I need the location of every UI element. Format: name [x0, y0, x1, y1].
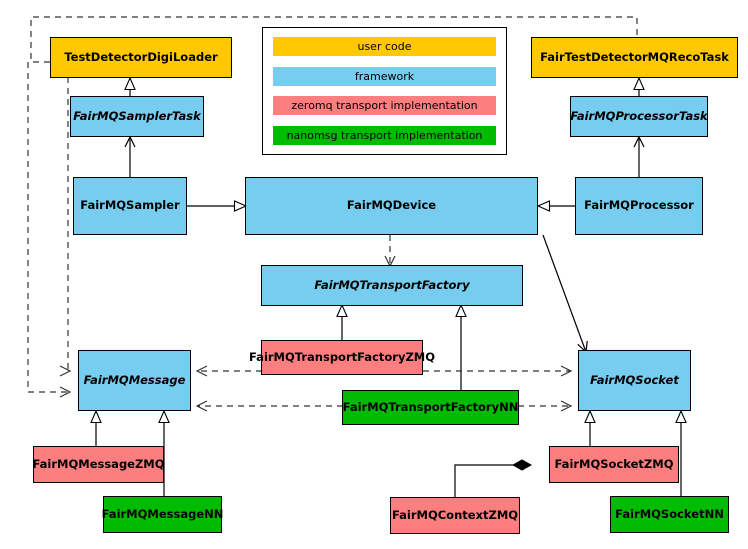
class-label: FairMQTransportFactoryNN — [342, 399, 519, 414]
class-box-fairmq-socket-nn[interactable]: FairMQSocketNN — [610, 496, 729, 533]
class-label: FairMQProcessor — [584, 198, 694, 213]
class-label: FairMQMessageNN — [101, 506, 224, 521]
class-label: FairMQTransportFactoryZMQ — [249, 349, 436, 364]
edge-digiloader-to-message — [30, 16, 638, 63]
class-label: FairMQSamplerTask — [73, 108, 201, 123]
edge-digiloader-to-message-route — [50, 61, 72, 377]
class-label: FairMQSocketZMQ — [554, 456, 674, 471]
class-box-fairmq-transport-factory-nn[interactable]: FairMQTransportFactoryNN — [342, 390, 519, 425]
edge-contextzmq-to-socketzmq — [454, 465, 531, 498]
class-box-test-detector-digi-loader[interactable]: TestDetectorDigiLoader — [50, 37, 232, 78]
class-box-fairmq-message[interactable]: FairMQMessage — [78, 350, 191, 411]
class-box-fairmq-context-zmq[interactable]: FairMQContextZMQ — [390, 497, 520, 534]
class-box-fairmq-transport-factory[interactable]: FairMQTransportFactory — [261, 265, 523, 306]
legend-label: framework — [354, 69, 415, 83]
class-label: FairMQProcessorTask — [570, 108, 708, 123]
class-label: FairMQSampler — [80, 198, 180, 213]
class-label: FairMQSocketNN — [615, 506, 724, 521]
legend-label: nanomsg transport implementation — [286, 128, 483, 142]
class-label: FairMQMessage — [83, 372, 186, 387]
class-box-fairmq-processor-task[interactable]: FairMQProcessorTask — [570, 96, 708, 137]
class-label: FairMQMessageZMQ — [32, 456, 165, 471]
class-label: FairMQSocket — [590, 372, 679, 387]
class-box-fairmq-socket-zmq[interactable]: FairMQSocketZMQ — [549, 446, 679, 483]
legend-label: zeromq transport implementation — [291, 99, 478, 113]
legend-item-zeromq: zeromq transport implementation — [273, 96, 496, 116]
legend-label: user code — [357, 40, 412, 53]
class-box-fairmq-transport-factory-zmq[interactable]: FairMQTransportFactoryZMQ — [249, 340, 435, 375]
class-label: FairMQTransportFactory — [314, 277, 470, 292]
legend-item-framework: framework — [273, 66, 496, 86]
edge-recotask-to-message-route — [27, 62, 72, 398]
class-box-fairmq-processor[interactable]: FairMQProcessor — [575, 177, 703, 235]
class-box-fairmq-sampler-task[interactable]: FairMQSamplerTask — [70, 96, 204, 137]
edge-device-to-socket — [542, 234, 588, 354]
class-box-fair-test-detector-mq-reco-task[interactable]: FairTestDetectorMQRecoTask — [531, 37, 738, 78]
class-label: FairMQDevice — [346, 198, 437, 213]
class-box-fairmq-socket[interactable]: FairMQSocket — [578, 350, 691, 411]
class-box-fairmq-device[interactable]: FairMQDevice — [245, 177, 538, 235]
class-label: FairMQContextZMQ — [391, 507, 519, 522]
class-box-fairmq-message-nn[interactable]: FairMQMessageNN — [101, 496, 224, 533]
legend-panel: user code framework zeromq transport imp… — [262, 27, 507, 155]
class-box-fairmq-message-zmq[interactable]: FairMQMessageZMQ — [32, 446, 165, 483]
legend-item-user-code: user code — [273, 37, 496, 56]
class-label: FairTestDetectorMQRecoTask — [540, 49, 729, 64]
class-label: TestDetectorDigiLoader — [64, 49, 218, 64]
legend-item-nanomsg: nanomsg transport implementation — [273, 125, 496, 145]
class-box-fairmq-sampler[interactable]: FairMQSampler — [73, 177, 187, 235]
